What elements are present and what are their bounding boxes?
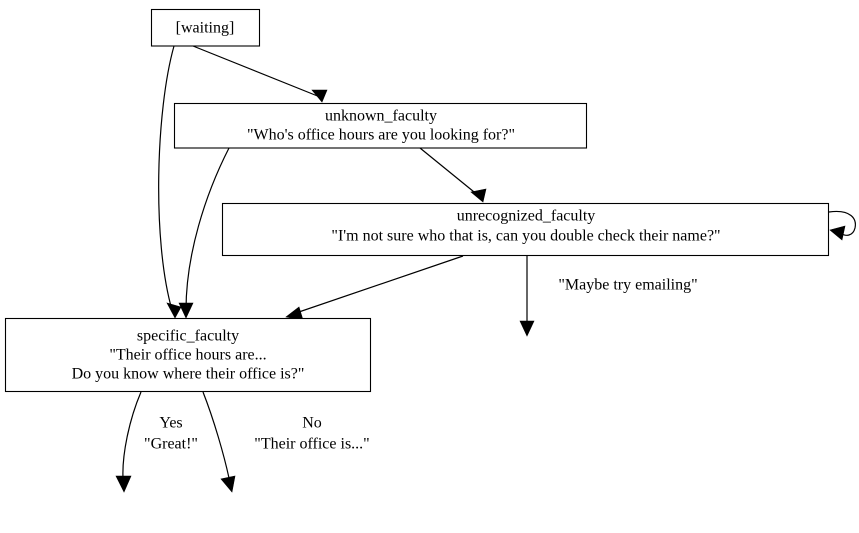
arrowhead: [115, 475, 132, 493]
node-specific-faculty-label-line1: specific_faculty: [137, 328, 239, 345]
edge-label-no-line1: No: [302, 415, 322, 432]
arrowhead: [470, 188, 487, 203]
edge-unrecognized-faculty-to-specific-faculty: [285, 255, 464, 321]
node-unknown-faculty-label-line2: "Who's office hours are you looking for?…: [247, 127, 515, 144]
edge-unrecognized-faculty-to-exit: "Maybe try emailing": [519, 256, 698, 337]
arrowhead: [220, 475, 236, 493]
edge-label-maybe-try-emailing: "Maybe try emailing": [558, 277, 697, 294]
node-unknown-faculty[interactable]: unknown_faculty "Who's office hours are …: [173, 102, 588, 149]
edge-waiting-to-unknown-faculty: [192, 45, 328, 103]
arrowhead: [519, 320, 535, 337]
node-specific-faculty-label-line3: Do you know where their office is?": [72, 366, 305, 383]
edge-unknown-faculty-to-specific-faculty: [178, 147, 230, 319]
node-unknown-faculty-box[interactable]: [173, 102, 588, 149]
node-waiting[interactable]: [waiting]: [150, 8, 261, 47]
edge-line: [828, 210, 856, 236]
edge-line: [419, 147, 480, 197]
edge-unknown-faculty-to-unrecognized-faculty: [419, 147, 487, 203]
edge-line: [122, 391, 142, 479]
edge-line: [202, 391, 230, 479]
node-unrecognized-faculty[interactable]: unrecognized_faculty "I'm not sure who t…: [221, 202, 830, 257]
arrowhead: [311, 89, 328, 103]
edge-label-yes-line1: Yes: [159, 415, 182, 432]
edge-waiting-to-specific-faculty: [158, 45, 182, 319]
arrowhead: [166, 302, 182, 319]
arrowhead: [829, 225, 846, 241]
edge-specific-faculty-no-exit: No "Their office is...": [202, 391, 370, 493]
edge-line: [185, 147, 230, 311]
edge-unrecognized-faculty-self-loop: [828, 210, 856, 241]
node-waiting-box[interactable]: [150, 8, 261, 47]
edge-label-yes-line2: "Great!": [144, 436, 198, 453]
edge-label-no-line2: "Their office is...": [254, 436, 369, 453]
edge-line: [192, 45, 321, 98]
node-unknown-faculty-label-line1: unknown_faculty: [325, 108, 437, 125]
node-specific-faculty-label-line2: "Their office hours are...: [109, 347, 266, 364]
arrowhead: [178, 302, 194, 319]
node-unrecognized-faculty-label-line2: "I'm not sure who that is, can you doubl…: [331, 228, 720, 245]
node-unrecognized-faculty-label-line1: unrecognized_faculty: [457, 208, 596, 225]
node-waiting-label-line1: [waiting]: [176, 20, 235, 37]
edge-line: [292, 255, 464, 315]
node-unrecognized-faculty-box[interactable]: [221, 202, 830, 257]
node-specific-faculty[interactable]: specific_faculty "Their office hours are…: [4, 317, 372, 393]
edge-line: [158, 45, 175, 311]
node-specific-faculty-box[interactable]: [4, 317, 372, 393]
edge-specific-faculty-yes-exit: Yes "Great!": [115, 391, 198, 493]
